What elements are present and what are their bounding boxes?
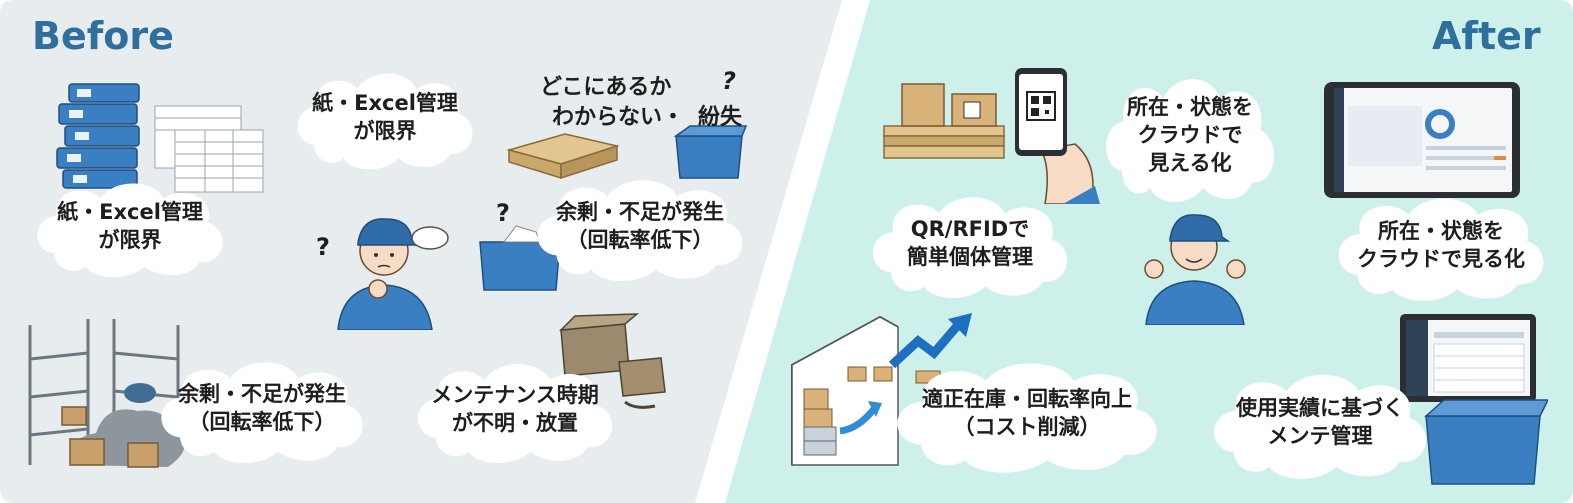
bubble-optimal-inventory: 適正在庫・回転率向上 （コスト削減） (880, 350, 1174, 478)
cloud-shape (537, 180, 743, 282)
cloud-shape (297, 73, 473, 170)
tablet-dashboard-illustration (1324, 82, 1520, 198)
confused-worker-illustration (337, 218, 433, 330)
bubble-maintenance-unknown: メンテナンス時期 が不明・放置 (405, 352, 625, 468)
bubble-text: 適正在庫・回転率向上 （コスト削減） (922, 387, 1132, 439)
warehouse-growth-illustration (791, 313, 972, 466)
bubble-qr-rfid: QR/RFIDで 簡単個体管理 (860, 185, 1080, 303)
cloud-shape (897, 363, 1157, 473)
lost-text-line2: わからない・ (552, 105, 685, 130)
bubble-text: 余剰・不足が発生 （回転率低下） (556, 200, 724, 252)
cloud-shape (37, 183, 223, 278)
question-mark-lost: ? (722, 67, 736, 95)
bubble-text: 余剰・不足が発生 （回転率低下） (178, 382, 346, 434)
blue-crate-illustration-top (673, 125, 747, 179)
binders-and-spreadsheets-illustration (56, 83, 264, 193)
bubble-cloud-visibility-right: 所在・状態を クラウドで見る化 (1325, 186, 1557, 306)
binder-stack (56, 83, 140, 189)
before-title: Before (32, 14, 174, 58)
bubble-text: 所在・状態を クラウドで見る化 (1357, 219, 1525, 271)
cloud-shape (161, 362, 363, 464)
bubble-usage-maintenance: 使用実績に基づく メンテ管理 (1200, 362, 1440, 484)
cloud-shape (872, 197, 1068, 299)
bubble-text: QR/RFIDで 簡単個体管理 (907, 217, 1033, 269)
broken-boxes-illustration (558, 313, 666, 409)
happy-worker-illustration (1144, 214, 1246, 325)
laptop-and-crate-illustration (1400, 314, 1548, 485)
spreadsheet-sheets (154, 105, 264, 193)
phone-scanning-qr-illustration (1015, 68, 1100, 204)
cloud-shape (1338, 198, 1544, 301)
thought-cloud-icon (411, 226, 449, 250)
question-mark-worker: ? (316, 233, 330, 261)
bubble-surplus-shortage-left: 余剰・不足が発生 （回転率低下） (148, 350, 376, 468)
lost-text-line1: どこにあるか (540, 75, 672, 100)
bubble-text: 使用実績に基づく メンテ管理 (1236, 396, 1404, 448)
bubble-paper-excel-left: 紙・Excel管理 が限界 (25, 172, 235, 282)
bubble-cloud-visibility-top: 所在・状態を クラウドで 見える化 (1095, 64, 1285, 208)
lost-text-suffix: 紛失 (698, 105, 743, 130)
after-title: After (1432, 14, 1541, 58)
blue-crate-with-papers-illustration (479, 225, 561, 291)
question-mark-crate: ? (496, 199, 510, 227)
bubble-surplus-shortage-right: 余剰・不足が発生 （回転率低下） (524, 168, 756, 286)
bubble-text: 紙・Excel管理 が限界 (57, 200, 203, 252)
bubble-text: メンテナンス時期 が不明・放置 (431, 383, 599, 435)
bubble-paper-excel-top: 紙・Excel管理 が限界 (286, 62, 484, 174)
bubble-text: 紙・Excel管理 が限界 (312, 91, 458, 143)
bubble-text: 所在・状態を クラウドで 見える化 (1127, 95, 1253, 175)
cloud-shape (417, 364, 613, 464)
cloud-shape (1214, 374, 1426, 479)
wooden-pallet-illustration (506, 133, 620, 180)
boxes-on-pallet-illustration (883, 83, 1005, 159)
messy-shelves-illustration (28, 319, 185, 468)
cloud-shape (1106, 79, 1274, 202)
